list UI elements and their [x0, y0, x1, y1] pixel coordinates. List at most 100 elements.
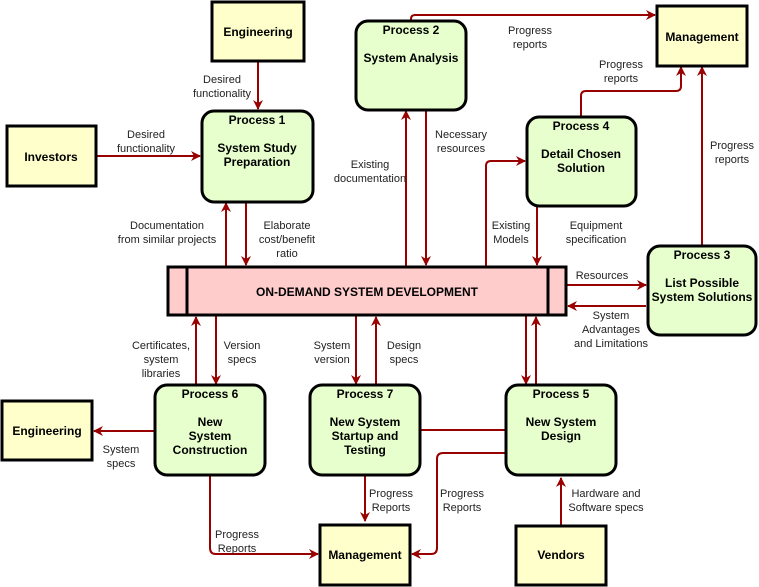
flow-label-line: reports: [513, 39, 548, 51]
flow-label-line: Elaborate: [263, 220, 310, 232]
datastore-label: ON-DEMAND SYSTEM DEVELOPMENT: [256, 285, 479, 299]
flow-label-line: Advantages: [582, 324, 641, 336]
flow-label-line: cost/benefit: [259, 234, 315, 246]
entity-engineering-top[interactable]: Engineering: [210, 0, 306, 63]
flow-label-line: Existing: [492, 220, 531, 232]
process-name-line: Startup and: [332, 429, 399, 443]
flow-label-line: specs: [228, 354, 257, 366]
label-ds-to-p6: Version specs: [224, 340, 261, 366]
flow-label-line: Models: [493, 234, 529, 246]
label-p6-to-eng: System specs: [103, 444, 140, 470]
flow-label-line: Progress: [710, 140, 755, 152]
entity-vendors[interactable]: Vendors: [514, 524, 608, 587]
edge-p5-to-mgmt: [411, 452, 506, 559]
flow-edges: [93, 10, 707, 559]
process-number: Process 2: [383, 23, 440, 37]
process-number: Process 5: [533, 387, 590, 401]
label-ds-to-p3: Resources: [576, 270, 629, 282]
entity-label: Engineering: [223, 25, 292, 39]
flow-label-line: Progress: [215, 529, 260, 541]
label-p4-to-ds: Equipment specification: [566, 220, 627, 246]
process-name-line: Construction: [173, 443, 248, 457]
flow-label-line: Hardware and: [571, 488, 640, 500]
label-ds-to-p7: System version: [314, 340, 351, 366]
flow-label-line: specs: [107, 458, 136, 470]
label-p6-to-mgmt: Progress Reports: [215, 529, 260, 555]
flow-label-line: from similar projects: [118, 234, 217, 246]
process-name-line: System Study: [217, 141, 297, 155]
flow-label-line: System: [593, 310, 630, 322]
process-name-line: Solution: [557, 161, 605, 175]
flow-label-line: and Limitations: [574, 338, 648, 350]
flow-label-line: Progress: [369, 488, 414, 500]
process-name-line: Preparation: [224, 155, 291, 169]
process-2[interactable]: Process 2 System Analysis: [354, 19, 468, 112]
label-ds-to-p4: Existing Models: [492, 220, 531, 246]
flow-label-line: version: [314, 354, 349, 366]
process-name-line: System Solutions: [652, 290, 753, 304]
flow-label-line: functionality: [117, 143, 176, 155]
label-p7-to-ds: Design specs: [387, 340, 421, 366]
label-p2-to-mgmt: Progress reports: [508, 25, 553, 51]
process-number: Process 7: [337, 387, 394, 401]
edge-p6-to-mgmt: [209, 476, 319, 559]
entity-label: Management: [328, 548, 401, 562]
flow-label-line: reports: [604, 73, 639, 85]
entity-label: Vendors: [537, 548, 585, 562]
flow-label-line: Reports: [443, 502, 482, 514]
flow-label-line: Progress: [508, 25, 553, 37]
process-7[interactable]: Process 7 New System Startup and Testing: [308, 383, 422, 477]
label-p2-to-ds: Necessary resources: [435, 129, 487, 155]
process-name-line: New System: [526, 415, 597, 429]
flow-label-line: Desired: [203, 74, 241, 86]
label-p6-to-ds: Certificates, system libraries: [132, 340, 190, 380]
label-p3-to-mgmt: Progress reports: [710, 140, 755, 166]
process-6[interactable]: Process 6 New System Construction: [153, 383, 267, 477]
flow-label-line: Reports: [372, 502, 411, 514]
entity-investors[interactable]: Investors: [5, 124, 98, 188]
entity-management-top[interactable]: Management: [655, 4, 749, 68]
flow-label-line: Progress: [599, 59, 644, 71]
process-number: Process 4: [553, 119, 610, 133]
flow-label-line: libraries: [142, 368, 181, 380]
process-number: Process 3: [674, 248, 731, 262]
entity-management-bottom[interactable]: Management: [318, 523, 412, 587]
flow-label-line: Certificates,: [132, 340, 190, 352]
process-4[interactable]: Process 4 Detail Chosen Solution: [525, 115, 638, 208]
process-name-line: Detail Chosen: [541, 147, 621, 161]
flow-label-line: Reports: [218, 543, 257, 555]
flow-label-line: Progress: [440, 488, 485, 500]
process-number: Process 1: [229, 113, 286, 127]
label-p1-to-ds: Elaborate cost/benefit ratio: [259, 220, 315, 260]
flow-label-line: reports: [715, 154, 750, 166]
flow-label-line: System: [103, 444, 140, 456]
entity-label: Engineering: [12, 424, 81, 438]
label-eng-to-p1: Desired functionality: [193, 74, 252, 100]
process-5[interactable]: Process 5 New System Design: [504, 383, 618, 477]
label-inv-to-p1: Desired functionality: [117, 129, 176, 155]
flow-label-line: ratio: [276, 248, 297, 260]
datastore-on-demand-system-development[interactable]: ON-DEMAND SYSTEM DEVELOPMENT: [166, 265, 568, 317]
entity-engineering-left[interactable]: Engineering: [0, 399, 94, 462]
edge-ds-to-p4: [485, 156, 526, 266]
flow-label-line: System: [314, 340, 351, 352]
label-p3-to-ds: System Advantages and Limitations: [574, 310, 648, 350]
flow-label-line: Necessary: [435, 129, 487, 141]
flow-label-line: system: [144, 354, 179, 366]
label-p7-to-mgmt: Progress Reports: [369, 488, 414, 514]
flow-label-line: resources: [437, 143, 486, 155]
flow-label-line: specs: [390, 354, 419, 366]
flow-labels: Desired functionality Desired functional…: [103, 25, 755, 555]
label-p5-to-mgmt: Progress Reports: [440, 488, 485, 514]
entity-label: Investors: [24, 150, 78, 164]
label-ds-to-p1: Documentation from similar projects: [118, 220, 217, 246]
flow-label-line: functionality: [193, 88, 252, 100]
edge-p2-to-mgmt: [410, 10, 656, 21]
process-name-line: System: [189, 429, 232, 443]
process-1[interactable]: Process 1 System Study Preparation: [200, 109, 315, 204]
process-3[interactable]: Process 3 List Possible System Solutions: [646, 244, 758, 337]
flow-label-line: Design: [387, 340, 421, 352]
process-name-line: System Analysis: [364, 51, 459, 65]
flow-label-line: Version: [224, 340, 261, 352]
flow-label-line: Equipment: [570, 220, 623, 232]
